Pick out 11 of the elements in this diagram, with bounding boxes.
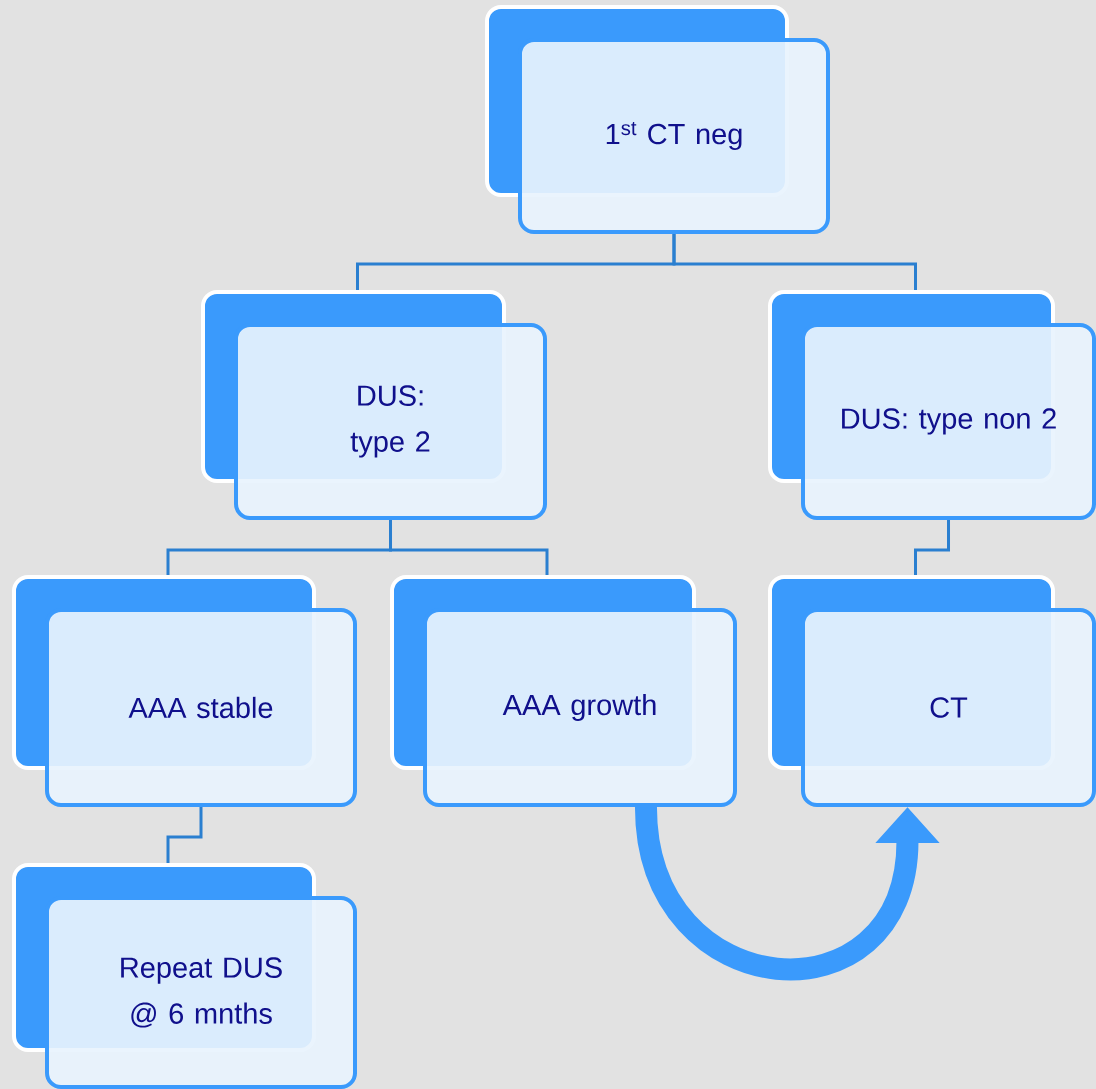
connector: [914, 520, 950, 575]
process-box: DUS: type non 2: [768, 290, 1096, 520]
process-box: DUS: type 2: [201, 290, 547, 520]
connector: [166, 807, 203, 863]
process-box: 1$^{st}$ CT neg: [485, 5, 830, 234]
connector: [672, 234, 917, 290]
connector: [389, 520, 549, 575]
process-box: CT: [768, 575, 1096, 807]
process-box: AAA stable: [12, 575, 357, 807]
process-box: Repeat DUS @ 6 mnths: [12, 863, 357, 1089]
process-box: AAA growth: [390, 575, 737, 807]
